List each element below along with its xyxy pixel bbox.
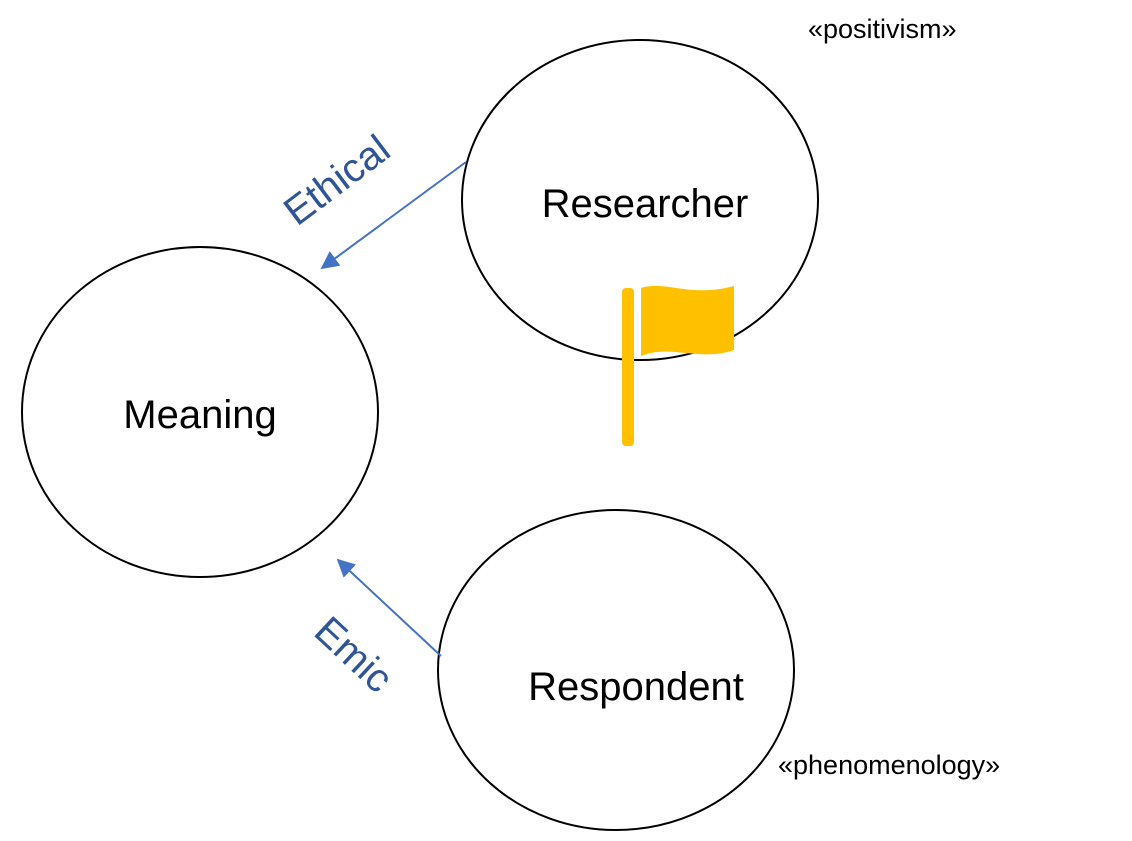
researcher-node: Researcher [461,39,819,361]
positivism-label: «positivism» [808,14,957,44]
flag-pole [622,288,634,446]
respondent-node: Respondent [437,509,795,831]
meaning-node: Meaning [21,246,379,578]
flag-banner [641,285,734,356]
phenomenology-label: «phenomenology» [778,750,1000,780]
meaning-circle [21,246,379,578]
emic-arrow [336,558,442,657]
emic-label: Emic [306,608,401,701]
respondent-label: Respondent [528,665,744,709]
ethical-arrow [320,161,467,270]
researcher-circle [461,39,819,361]
meaning-label: Meaning [123,393,276,437]
ethical-label: Ethical [276,127,398,234]
flag-icon [622,285,734,446]
researcher-label: Researcher [542,182,749,226]
respondent-circle [437,509,795,831]
